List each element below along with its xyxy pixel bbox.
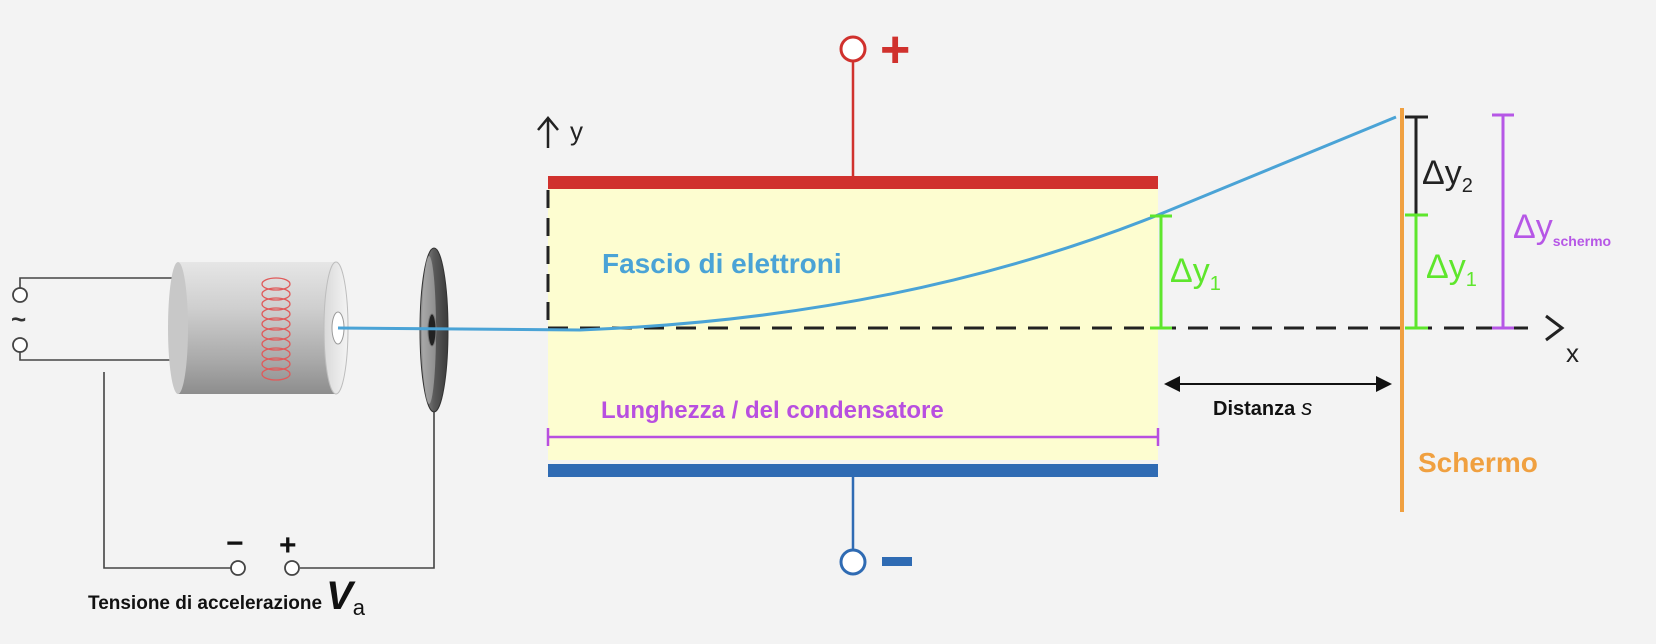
- electron-gun: [168, 261, 349, 395]
- delta-y2-label: Δy2: [1422, 154, 1473, 197]
- delta-y1-screen-label: Δy1: [1426, 248, 1477, 291]
- negative-terminal: [839, 548, 867, 576]
- accel-plus-sign: +: [279, 529, 297, 562]
- capacitor-field-region: [548, 182, 1158, 460]
- negative-sign: [882, 557, 912, 566]
- ac-symbol: ~: [11, 304, 26, 334]
- beam-label: Fascio di elettroni: [602, 248, 842, 279]
- delta-y1-screen-marker: [1405, 213, 1428, 330]
- x-axis-label: x: [1566, 338, 1579, 368]
- ac-terminal-top: [12, 287, 28, 303]
- distance-arrow-right: [1376, 376, 1392, 392]
- delta-y1-label: Δy1: [1170, 252, 1221, 295]
- positive-plate: [548, 176, 1158, 189]
- negative-plate: [548, 464, 1158, 477]
- accel-terminal-plus: [284, 560, 300, 576]
- accel-minus-sign: −: [226, 527, 244, 560]
- delta-y1-marker: [1150, 214, 1172, 330]
- heater-circuit: [19, 277, 188, 361]
- x-axis-arrow: [1545, 314, 1565, 342]
- positive-terminal: [839, 35, 867, 63]
- filament-coil: [261, 277, 291, 381]
- capacitor-length-label: Lunghezza / del condensatore: [601, 397, 944, 424]
- delta-y-screen-marker: [1492, 113, 1514, 330]
- positive-sign: +: [880, 21, 910, 79]
- y-axis-label: y: [570, 116, 583, 146]
- screen-label: Schermo: [1418, 447, 1538, 478]
- ac-terminal-bottom: [12, 337, 28, 353]
- accel-terminal-minus: [230, 560, 246, 576]
- y-axis-arrow: [537, 116, 559, 131]
- electron-beam: [337, 115, 1397, 332]
- delta-y-screen-label: Δyschermo: [1513, 208, 1611, 249]
- distance-arrow-left: [1164, 376, 1180, 392]
